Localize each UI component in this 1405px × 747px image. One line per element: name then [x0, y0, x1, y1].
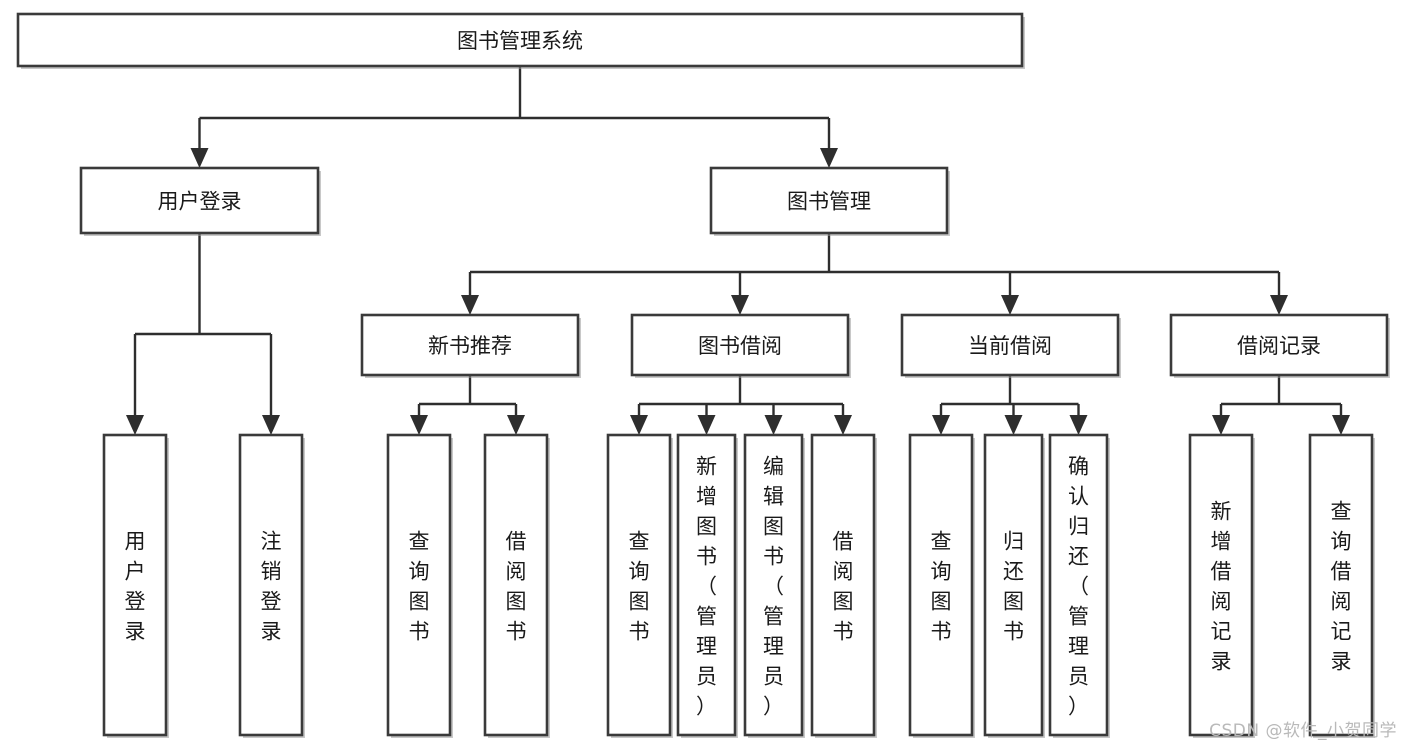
connector-group-root	[190, 66, 838, 168]
nodes-layer: 图书管理系统用户登录图书管理新书推荐图书借阅当前借阅借阅记录用户登录注销登录查询…	[16, 12, 1390, 738]
connector-group-book-manage	[461, 233, 1288, 315]
watermark-label: CSDN @软件_小贺同学	[1209, 721, 1397, 741]
node-label: 新增借阅记录	[1211, 499, 1232, 673]
node-label: 图书管理系统	[457, 29, 583, 53]
node-label: 借阅记录	[1237, 334, 1321, 358]
node-book-borrow[interactable]: 图书借阅	[630, 313, 851, 378]
node-leaf-user-login[interactable]: 用户登录	[102, 433, 169, 738]
connector-group-book-borrow	[630, 375, 852, 435]
connector-group-new-book-rec	[410, 375, 525, 435]
node-new-book-rec[interactable]: 新书推荐	[360, 313, 581, 378]
node-label: 查询图书	[629, 529, 650, 643]
node-label: 查询图书	[409, 529, 430, 643]
node-label: 图书管理	[787, 190, 871, 214]
node-user-login[interactable]: 用户登录	[79, 166, 321, 236]
connectors-layer	[126, 66, 1350, 435]
node-label: 确认归还（管理员）	[1068, 454, 1089, 718]
node-label: 查询图书	[931, 529, 952, 643]
node-label: 新增图书（管理员）	[696, 454, 717, 718]
node-leaf-query-book-borrow[interactable]: 查询图书	[606, 433, 673, 738]
node-leaf-return-book[interactable]: 归还图书	[983, 433, 1045, 738]
node-leaf-edit-book[interactable]: 编辑图书（管理员）	[743, 433, 805, 738]
node-leaf-query-book-rec[interactable]: 查询图书	[386, 433, 453, 738]
node-book-manage[interactable]: 图书管理	[709, 166, 950, 236]
node-label: 新书推荐	[428, 334, 512, 358]
connector-group-current-borrow	[932, 375, 1088, 435]
node-leaf-logout[interactable]: 注销登录	[238, 433, 305, 738]
node-label: 图书借阅	[698, 334, 782, 358]
connector-group-user-login	[126, 233, 280, 435]
node-label: 编辑图书（管理员）	[763, 454, 784, 718]
node-label: 查询借阅记录	[1331, 499, 1352, 673]
node-label: 归还图书	[1003, 529, 1024, 643]
node-current-borrow[interactable]: 当前借阅	[900, 313, 1121, 378]
node-label: 注销登录	[261, 529, 282, 643]
node-borrow-record[interactable]: 借阅记录	[1169, 313, 1390, 378]
node-label: 用户登录	[125, 529, 146, 643]
node-leaf-add-book[interactable]: 新增图书（管理员）	[676, 433, 738, 738]
node-label: 用户登录	[158, 190, 242, 214]
node-label: 借阅图书	[506, 529, 527, 643]
node-leaf-query-record[interactable]: 查询借阅记录	[1308, 433, 1375, 738]
connector-group-borrow-record	[1212, 375, 1350, 435]
node-leaf-query-book-cur[interactable]: 查询图书	[908, 433, 975, 738]
node-leaf-borrow-book[interactable]: 借阅图书	[810, 433, 877, 738]
node-leaf-borrow-book-rec[interactable]: 借阅图书	[483, 433, 550, 738]
node-label: 借阅图书	[833, 529, 854, 643]
node-leaf-confirm-return[interactable]: 确认归还（管理员）	[1048, 433, 1110, 738]
node-root[interactable]: 图书管理系统	[16, 12, 1025, 69]
node-label: 当前借阅	[968, 334, 1052, 358]
node-leaf-add-record[interactable]: 新增借阅记录	[1188, 433, 1255, 738]
